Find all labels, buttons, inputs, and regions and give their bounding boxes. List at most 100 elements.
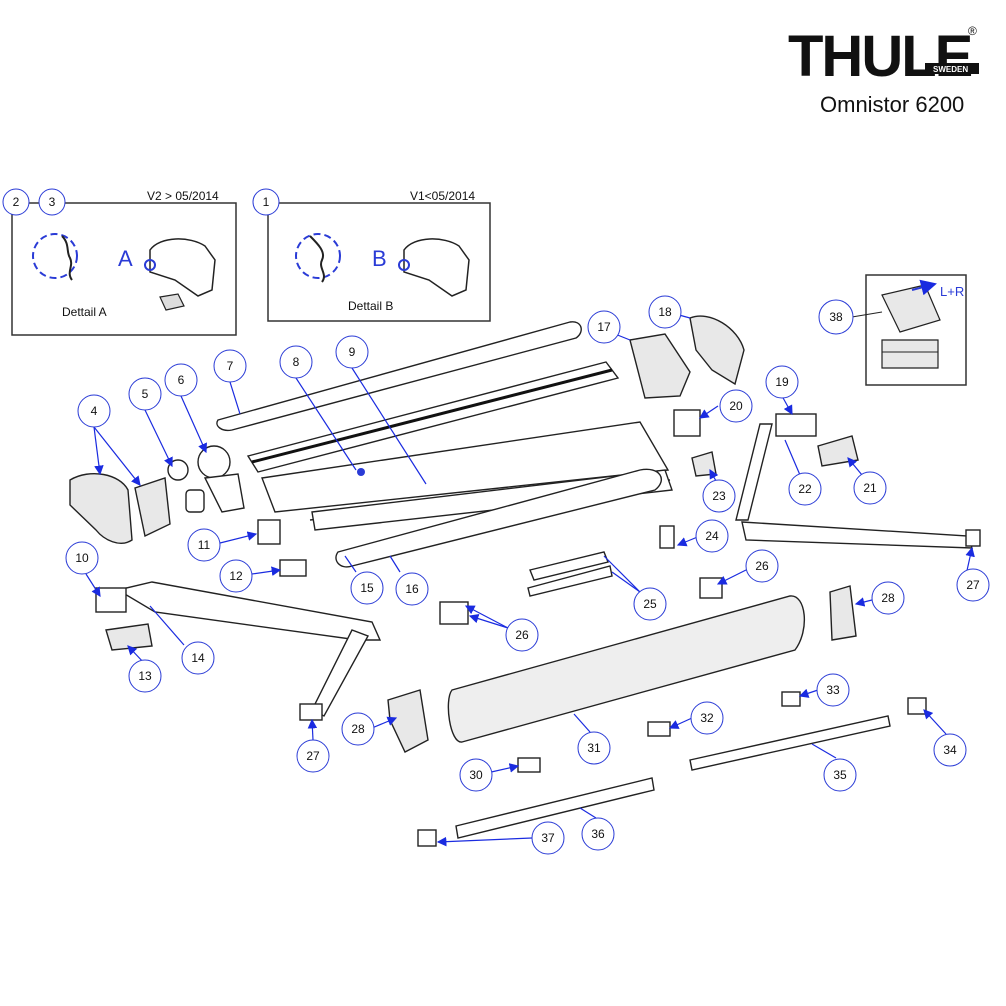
callout-22[interactable]: 22 <box>788 472 822 506</box>
svg-text:21: 21 <box>863 481 877 495</box>
svg-text:7: 7 <box>227 359 234 373</box>
callout-12[interactable]: 12 <box>219 559 253 593</box>
svg-text:18: 18 <box>658 305 672 319</box>
svg-text:14: 14 <box>191 651 205 665</box>
callout-4[interactable]: 4 <box>77 394 111 428</box>
detail-b-marker: B <box>372 246 387 271</box>
callout-20[interactable]: 20 <box>719 389 753 423</box>
svg-text:27: 27 <box>306 749 320 763</box>
svg-text:15: 15 <box>360 581 374 595</box>
svg-text:9: 9 <box>349 345 356 359</box>
svg-text:6: 6 <box>178 373 185 387</box>
svg-text:1: 1 <box>263 195 270 209</box>
svg-text:17: 17 <box>597 320 611 334</box>
callout-19[interactable]: 19 <box>765 365 799 399</box>
callout-16[interactable]: 16 <box>395 572 429 606</box>
inset-38: L+R 38 <box>818 274 967 386</box>
callout-10[interactable]: 10 <box>65 541 99 575</box>
thule-logo: THULE ® SWEDEN <box>788 24 979 89</box>
svg-text:26: 26 <box>755 559 769 573</box>
callout-38[interactable]: 38 <box>818 299 854 335</box>
callout-21[interactable]: 21 <box>853 471 887 505</box>
logo-sweden-bar <box>925 63 979 74</box>
svg-text:24: 24 <box>705 529 719 543</box>
svg-text:16: 16 <box>405 582 419 596</box>
svg-text:35: 35 <box>833 768 847 782</box>
svg-text:34: 34 <box>943 743 957 757</box>
callout-36[interactable]: 36 <box>581 817 615 851</box>
detail-b-version: V1<05/2014 <box>410 189 475 203</box>
callout-7[interactable]: 7 <box>213 349 247 383</box>
callout-25[interactable]: 25 <box>633 587 667 621</box>
svg-text:38: 38 <box>829 310 843 324</box>
callout-27-left[interactable]: 27 <box>296 739 330 773</box>
callout-27-right[interactable]: 27 <box>956 568 990 602</box>
detail-a-version: V2 > 05/2014 <box>147 189 219 203</box>
part-8-marker-dot <box>357 468 365 476</box>
callout-17[interactable]: 17 <box>587 310 621 344</box>
callout-24[interactable]: 24 <box>695 519 729 553</box>
inset-38-label: L+R <box>940 284 964 299</box>
callout-14[interactable]: 14 <box>181 641 215 675</box>
callout-28-left[interactable]: 28 <box>341 712 375 746</box>
callout-1[interactable]: 1 <box>252 188 280 216</box>
logo-text: THULE <box>788 24 972 89</box>
svg-text:20: 20 <box>729 399 743 413</box>
callout-32[interactable]: 32 <box>690 701 724 735</box>
leader-lines <box>85 311 975 847</box>
detail-b-caption: Dettail B <box>348 299 393 313</box>
callout-8[interactable]: 8 <box>279 345 313 379</box>
callout-26-left[interactable]: 26 <box>505 618 539 652</box>
callout-28-right[interactable]: 28 <box>871 581 905 615</box>
svg-text:3: 3 <box>49 195 56 209</box>
callout-18[interactable]: 18 <box>648 295 682 329</box>
callout-15[interactable]: 15 <box>350 571 384 605</box>
awning-parts <box>69 315 981 847</box>
svg-text:27: 27 <box>966 578 980 592</box>
svg-text:37: 37 <box>541 831 555 845</box>
svg-text:32: 32 <box>700 711 714 725</box>
svg-text:8: 8 <box>293 355 300 369</box>
callout-31[interactable]: 31 <box>577 731 611 765</box>
svg-text:11: 11 <box>198 538 211 552</box>
logo-country: SWEDEN <box>933 65 968 74</box>
svg-text:22: 22 <box>798 482 812 496</box>
svg-text:30: 30 <box>469 768 483 782</box>
svg-text:10: 10 <box>75 551 89 565</box>
svg-text:36: 36 <box>591 827 605 841</box>
callout-5[interactable]: 5 <box>128 377 162 411</box>
svg-text:4: 4 <box>91 404 98 418</box>
detail-a-zoom-circle <box>32 233 78 279</box>
svg-text:25: 25 <box>643 597 657 611</box>
svg-text:13: 13 <box>138 669 152 683</box>
product-name: Omnistor 6200 <box>820 92 964 117</box>
callout-6[interactable]: 6 <box>164 363 198 397</box>
detail-box-a: V2 > 05/2014 A Dettail A 2 3 <box>2 188 237 336</box>
callout-33[interactable]: 33 <box>816 673 850 707</box>
registered-mark: ® <box>968 24 977 38</box>
svg-text:26: 26 <box>515 628 529 642</box>
svg-text:5: 5 <box>142 387 149 401</box>
callout-35[interactable]: 35 <box>823 758 857 792</box>
callout-30[interactable]: 30 <box>459 758 493 792</box>
callout-13[interactable]: 13 <box>128 659 162 693</box>
callouts: 4 5 6 7 8 9 10 11 12 13 14 15 16 17 18 1… <box>65 295 990 855</box>
callout-34[interactable]: 34 <box>933 733 967 767</box>
svg-text:28: 28 <box>881 591 895 605</box>
svg-text:23: 23 <box>712 489 726 503</box>
callout-3[interactable]: 3 <box>38 188 66 216</box>
callout-23[interactable]: 23 <box>702 479 736 513</box>
callout-11[interactable]: 11 <box>187 528 221 562</box>
detail-a-caption: Dettail A <box>62 305 107 319</box>
svg-text:33: 33 <box>826 683 840 697</box>
svg-text:12: 12 <box>229 569 243 583</box>
callout-2[interactable]: 2 <box>2 188 30 216</box>
svg-text:28: 28 <box>351 722 365 736</box>
svg-text:31: 31 <box>587 741 601 755</box>
callout-26-right[interactable]: 26 <box>745 549 779 583</box>
callout-37[interactable]: 37 <box>531 821 565 855</box>
callout-9[interactable]: 9 <box>335 335 369 369</box>
svg-text:2: 2 <box>13 195 20 209</box>
detail-box-b: V1<05/2014 B Dettail B 1 <box>252 188 491 322</box>
